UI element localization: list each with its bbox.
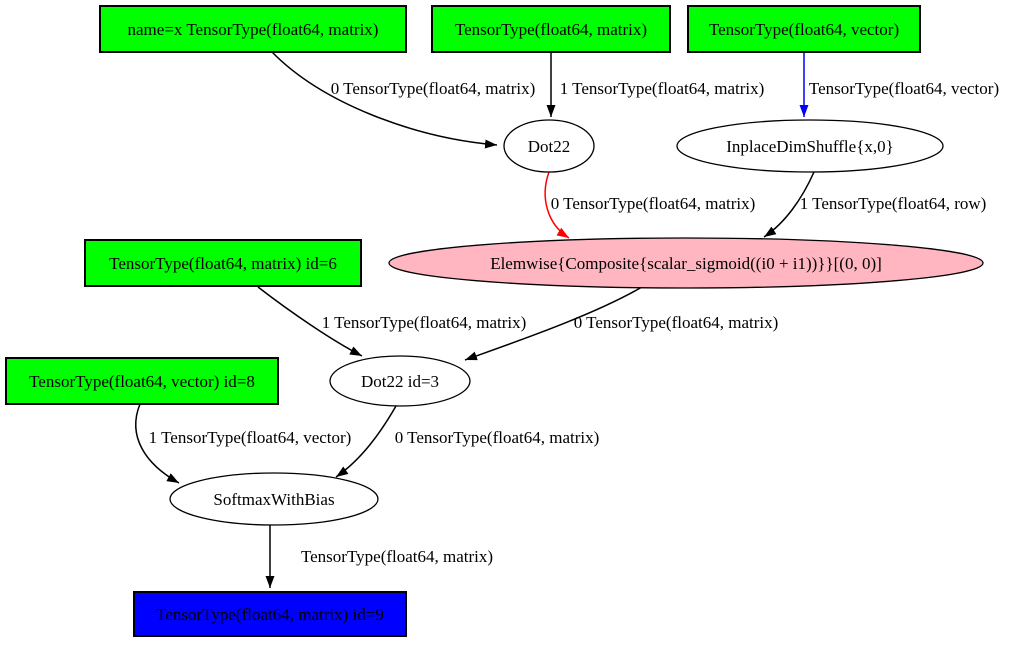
edge-inputx-to-dot22: 0 TensorType(float64, matrix) xyxy=(271,51,536,149)
edge-label: 1 TensorType(float64, matrix) xyxy=(322,313,527,332)
edge-dimshuffle-to-elemwise: 1 TensorType(float64, row) xyxy=(763,171,987,238)
edge-label: 0 TensorType(float64, matrix) xyxy=(551,194,756,213)
edge-label: 0 TensorType(float64, matrix) xyxy=(395,428,600,447)
node-shape xyxy=(99,5,407,53)
node-shape xyxy=(84,239,362,287)
node-shape xyxy=(431,5,671,53)
node-shape xyxy=(503,119,595,173)
node-tensor-id8: TensorType(float64, vector) id=8 xyxy=(5,357,279,405)
node-label: InplaceDimShuffle{x,0} xyxy=(726,137,894,156)
edge-tensorid6-to-dot22id3: 1 TensorType(float64, matrix) xyxy=(257,286,527,357)
edge-softmax-to-output: TensorType(float64, matrix) xyxy=(265,525,493,588)
edge-line xyxy=(135,403,180,484)
edge-dot22id3-to-softmax: 0 TensorType(float64, matrix) xyxy=(335,405,600,478)
node-shape xyxy=(133,591,407,637)
node-label: SoftmaxWithBias xyxy=(213,490,334,509)
node-label: Elemwise{Composite{scalar_sigmoid((i0 + … xyxy=(490,254,882,273)
edge-label: TensorType(float64, matrix) xyxy=(301,547,493,566)
edge-elemwise-to-dot22id3: 0 TensorType(float64, matrix) xyxy=(464,286,779,361)
edge-label: TensorType(float64, vector) xyxy=(809,79,999,98)
node-dot22-id3: Dot22 id=3 xyxy=(329,355,471,407)
node-dot22: Dot22 xyxy=(503,119,595,173)
node-input-b: TensorType(float64, vector) xyxy=(687,5,921,53)
edge-inputb-to-dimshuffle: TensorType(float64, vector) xyxy=(799,52,999,117)
edge-line xyxy=(544,171,570,239)
edge-tensorid8-to-softmax: 1 TensorType(float64, vector) xyxy=(135,403,352,484)
edge-line xyxy=(335,405,397,478)
edges-layer: 0 TensorType(float64, matrix) 1 TensorTy… xyxy=(135,51,999,588)
node-shape xyxy=(329,355,471,407)
edge-label: 1 TensorType(float64, row) xyxy=(800,194,987,213)
node-shape xyxy=(388,237,984,289)
node-label: TensorType(float64, matrix) id=6 xyxy=(109,254,337,273)
node-label: Dot22 id=3 xyxy=(361,372,439,391)
edge-inputw-to-dot22: 1 TensorType(float64, matrix) xyxy=(546,52,765,117)
edge-label: 1 TensorType(float64, matrix) xyxy=(560,79,765,98)
edge-label: 0 TensorType(float64, matrix) xyxy=(331,79,536,98)
node-label: TensorType(float64, matrix) id=9 xyxy=(156,605,384,624)
node-inplacedimshuffle: InplaceDimShuffle{x,0} xyxy=(676,119,944,173)
node-shape xyxy=(5,357,279,405)
node-label: TensorType(float64, matrix) xyxy=(455,20,647,39)
node-label: Dot22 xyxy=(528,137,571,156)
node-elemwise-sigmoid: Elemwise{Composite{scalar_sigmoid((i0 + … xyxy=(388,237,984,289)
node-label: name=x TensorType(float64, matrix) xyxy=(128,20,379,39)
edge-label: 0 TensorType(float64, matrix) xyxy=(574,313,779,332)
edge-line xyxy=(271,51,498,149)
edge-line xyxy=(464,286,643,361)
node-shape xyxy=(676,119,944,173)
edge-dot22-to-elemwise: 0 TensorType(float64, matrix) xyxy=(544,171,756,239)
edge-line xyxy=(763,171,815,238)
node-shape xyxy=(169,472,379,526)
edge-line xyxy=(257,286,363,357)
nodes-layer: name=x TensorType(float64, matrix) Tenso… xyxy=(5,5,984,637)
node-label: TensorType(float64, vector) xyxy=(709,20,899,39)
node-input-x: name=x TensorType(float64, matrix) xyxy=(99,5,407,53)
node-input-w: TensorType(float64, matrix) xyxy=(431,5,671,53)
node-shape xyxy=(687,5,921,53)
node-tensor-id6: TensorType(float64, matrix) id=6 xyxy=(84,239,362,287)
node-label: TensorType(float64, vector) id=8 xyxy=(29,372,255,391)
node-output-id9: TensorType(float64, matrix) id=9 xyxy=(133,591,407,637)
node-softmaxwithbias: SoftmaxWithBias xyxy=(169,472,379,526)
edge-label: 1 TensorType(float64, vector) xyxy=(149,428,352,447)
